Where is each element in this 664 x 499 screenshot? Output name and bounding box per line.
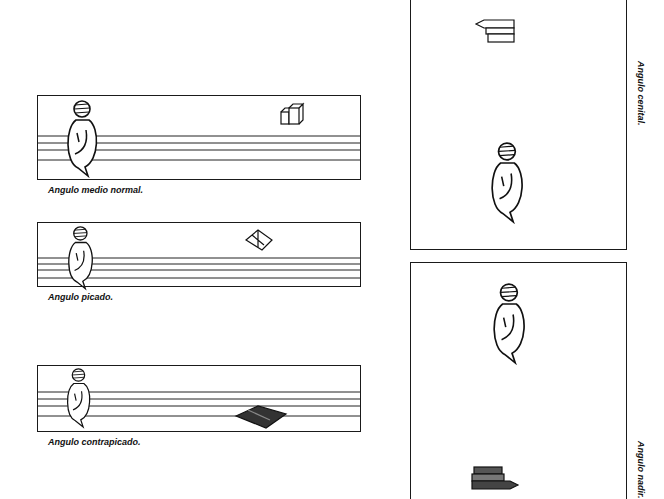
angle-caption: Angulo cenital. — [636, 61, 646, 126]
angle-caption: Angulo nadir. — [636, 441, 646, 499]
figure — [68, 369, 90, 427]
camera-panel: Angulo cenital. — [410, 0, 627, 250]
angle-caption: Angulo contrapicado. — [48, 437, 141, 447]
pencil-object — [476, 20, 514, 42]
camera-panel: Angulo contrapicado. — [37, 365, 361, 432]
pencil-object-dark — [472, 467, 518, 489]
figure — [68, 101, 96, 176]
angle-caption: Angulo medio normal. — [48, 185, 143, 195]
book-object — [246, 230, 272, 250]
figure — [494, 284, 524, 363]
book-object-dark — [236, 406, 286, 428]
camera-panel: Angulo medio normal. — [37, 95, 361, 180]
angle-caption: Angulo picado. — [48, 292, 113, 302]
figure — [69, 227, 92, 289]
camera-panel: Angulo picado. — [37, 222, 361, 287]
floor-lines — [37, 136, 361, 416]
cube-object — [281, 104, 303, 124]
camera-panel: Angulo nadir. — [410, 262, 627, 499]
figure — [492, 143, 522, 222]
